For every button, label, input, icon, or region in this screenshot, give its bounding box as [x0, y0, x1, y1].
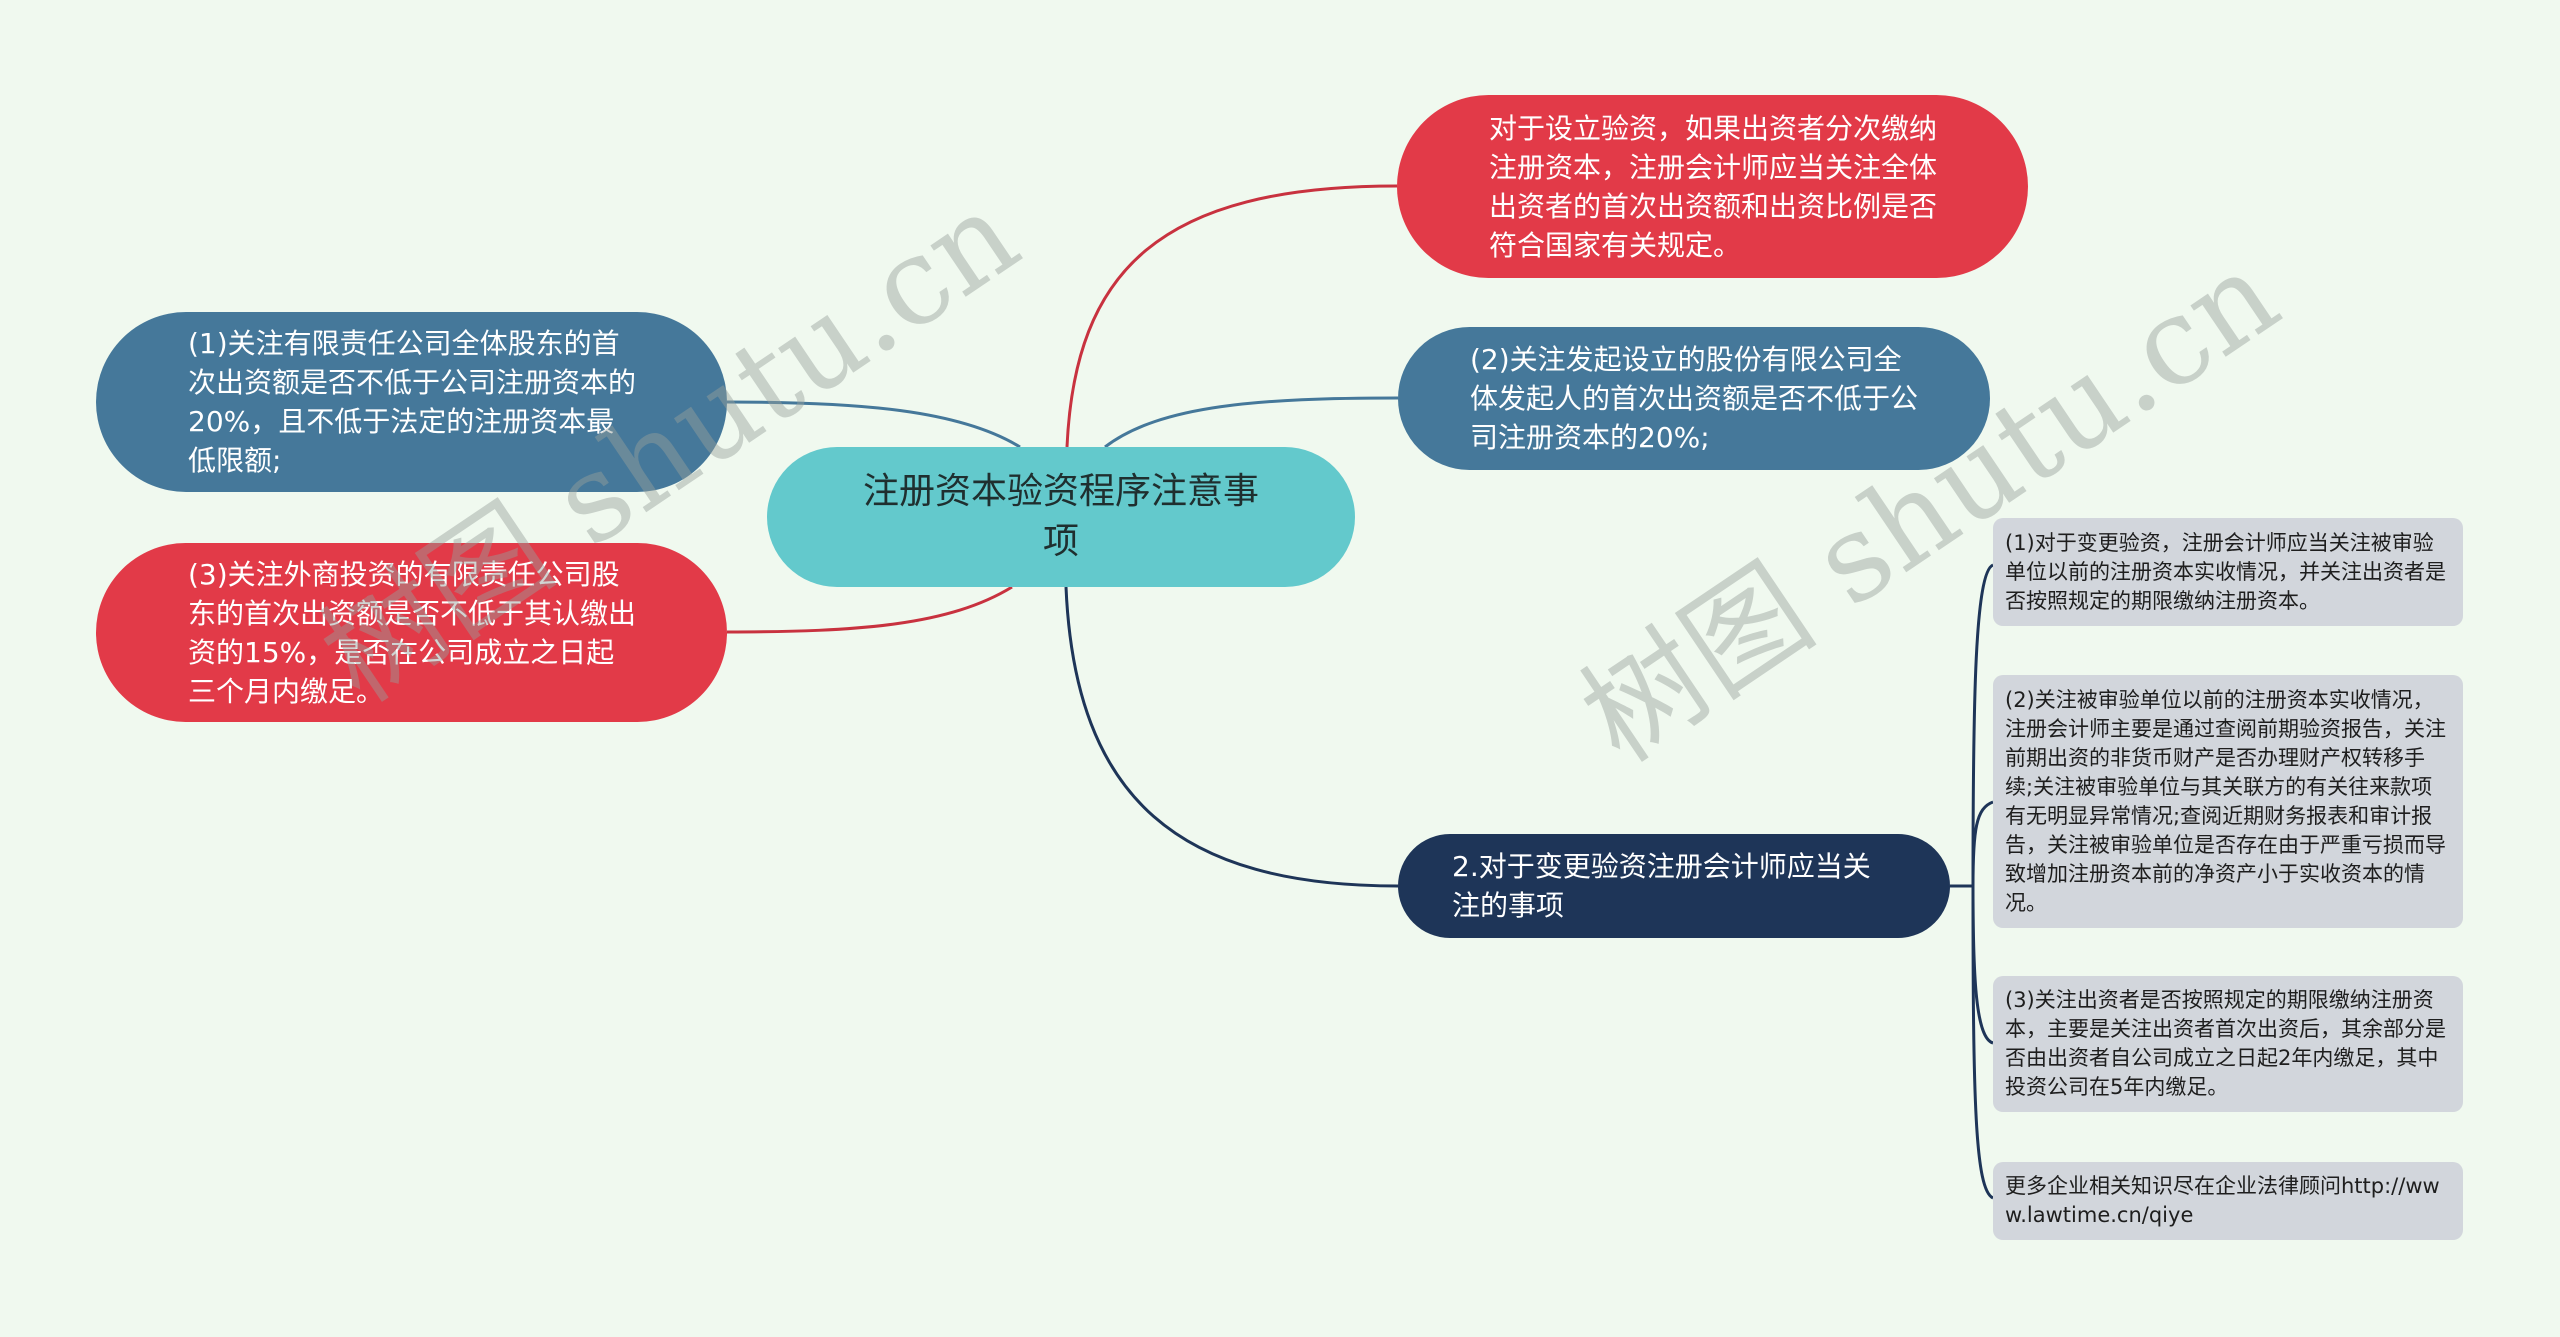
link-center-to-red: [1065, 184, 1398, 448]
link-center-to-right-blue: [1104, 396, 1399, 449]
topic-node-joint-stock-company[interactable]: (2)关注发起设立的股份有限公司全体发起人的首次出资额是否不低于公司注册资本的2…: [1398, 327, 1990, 470]
central-topic-node[interactable]: 注册资本验资程序注意事项: [767, 447, 1355, 587]
topic-label: (1)关注有限责任公司全体股东的首次出资额是否不低于公司注册资本的20%，且不低…: [188, 327, 637, 477]
topic-node-change-verification[interactable]: 2.对于变更验资注册会计师应当关注的事项: [1398, 834, 1950, 938]
subtopic-node-link[interactable]: 更多企业相关知识尽在企业法律顾问http://www.lawtime.cn/qi…: [1993, 1162, 2463, 1240]
subtopic-label: (2)关注被审验单位以前的注册资本实收情况，注册会计师主要是通过查阅前期验资报告…: [2005, 687, 2446, 915]
subtopic-label: 更多企业相关知识尽在企业法律顾问http://www.lawtime.cn/qi…: [2005, 1174, 2440, 1227]
central-topic-label: 注册资本验资程序注意事项: [862, 471, 1259, 562]
topic-label: (2)关注发起设立的股份有限公司全体发起人的首次出资额是否不低于公司注册资本的2…: [1470, 343, 1919, 454]
link-navy-to-leaf1: [1971, 563, 1994, 887]
topic-node-limited-liability-company[interactable]: (1)关注有限责任公司全体股东的首次出资额是否不低于公司注册资本的20%，且不低…: [96, 312, 727, 492]
subtopic-node[interactable]: (1)对于变更验资，注册会计师应当关注被审验单位以前的注册资本实收情况，并关注出…: [1993, 518, 2463, 626]
topic-node-establishment-verification[interactable]: 对于设立验资，如果出资者分次缴纳注册资本，注册会计师应当关注全体出资者的首次出资…: [1397, 95, 2028, 278]
subtopic-node[interactable]: (2)关注被审验单位以前的注册资本实收情况，注册会计师主要是通过查阅前期验资报告…: [1993, 675, 2463, 928]
link-center-to-left-red: [726, 585, 1013, 634]
link-navy-to-leaf4: [1971, 885, 1994, 1200]
topic-node-foreign-investment[interactable]: (3)关注外商投资的有限责任公司股东的首次出资额是否不低于其认缴出资的15%，是…: [96, 543, 727, 722]
topic-label: 对于设立验资，如果出资者分次缴纳注册资本，注册会计师应当关注全体出资者的首次出资…: [1489, 111, 1938, 262]
link-navy-to-leaf3: [1971, 885, 1994, 1045]
subtopic-label: (3)关注出资者是否按照规定的期限缴纳注册资本，主要是关注出资者首次出资后，其余…: [2005, 988, 2446, 1099]
topic-label: 2.对于变更验资注册会计师应当关注的事项: [1452, 850, 1871, 922]
subtopic-node[interactable]: (3)关注出资者是否按照规定的期限缴纳注册资本，主要是关注出资者首次出资后，其余…: [1993, 976, 2463, 1112]
link-center-to-left-blue: [726, 400, 1021, 449]
link-navy-to-leaf2: [1971, 800, 1994, 887]
subtopic-label: (1)对于变更验资，注册会计师应当关注被审验单位以前的注册资本实收情况，并关注出…: [2005, 530, 2446, 613]
link-center-to-navy: [1064, 586, 1399, 888]
topic-label: (3)关注外商投资的有限责任公司股东的首次出资额是否不低于其认缴出资的15%，是…: [188, 557, 637, 708]
